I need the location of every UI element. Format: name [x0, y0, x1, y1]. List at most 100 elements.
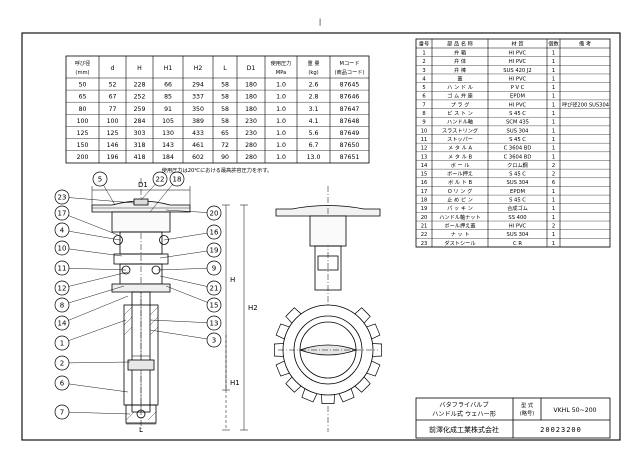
- dim-cell: 65: [79, 94, 87, 101]
- dim-cell: 350: [192, 106, 204, 113]
- balloon-number: 8: [60, 302, 64, 310]
- balloon-number: 2: [60, 360, 64, 368]
- dim-cell: 90: [221, 154, 229, 161]
- parts-material: HI PVC: [509, 76, 527, 82]
- parts-no: 14: [421, 163, 428, 169]
- dim-cell: 5.6: [309, 130, 319, 137]
- part-balloon: [206, 332, 222, 348]
- parts-header: 備 考: [579, 40, 591, 48]
- parts-no: 16: [421, 180, 428, 186]
- parts-material: HI PVC: [509, 50, 527, 56]
- part-balloon: [54, 297, 70, 313]
- parts-material: HI PVC: [509, 223, 527, 229]
- dim-cell: 180: [245, 94, 257, 101]
- parts-material: SUS 304: [507, 128, 530, 134]
- part-balloon: [92, 171, 108, 187]
- dim-cell: 65: [221, 130, 229, 137]
- parts-qty: 1: [552, 85, 555, 91]
- parts-no: 17: [421, 189, 428, 195]
- dim-cell: 66: [164, 82, 172, 89]
- parts-name: ボール押え: [447, 170, 473, 178]
- dim-cell: 58: [221, 118, 229, 125]
- dim-cell: 87645: [340, 82, 360, 89]
- dim-header: D1: [247, 65, 256, 72]
- dim-cell: 58: [221, 94, 229, 101]
- dim-cell: 4.1: [309, 118, 319, 125]
- balloon-leader: [61, 267, 127, 271]
- parts-remarks: 呼び径200 SUS304: [562, 100, 610, 108]
- balloon-number: 13: [210, 320, 219, 328]
- parts-qty: 1: [552, 206, 555, 212]
- parts-no: 22: [421, 232, 428, 238]
- balloon-leader: [159, 275, 215, 289]
- dim-header: L: [223, 65, 227, 72]
- dim-header: H1: [164, 65, 173, 72]
- balloon-number: 18: [173, 176, 182, 184]
- dim-header-sub: (kg): [308, 70, 318, 76]
- dim-label-h2: H2: [248, 304, 258, 312]
- part-balloon: [54, 315, 70, 331]
- dim-cell: 418: [134, 154, 146, 161]
- parts-material: C 3604 BD: [504, 154, 532, 160]
- parts-material: EPDM: [510, 94, 525, 100]
- parts-qty: 2: [552, 163, 555, 169]
- parts-no: 2: [422, 59, 425, 65]
- balloon-number: 9: [212, 265, 216, 273]
- dim-cell: 143: [162, 142, 174, 149]
- parts-qty: 1: [552, 232, 555, 238]
- product-name: バタフライバルブ: [439, 401, 488, 409]
- dim-cell: 52: [109, 82, 117, 89]
- balloon-number: 22: [156, 176, 165, 184]
- balloon-leader: [61, 382, 129, 393]
- part-balloon: [54, 404, 70, 420]
- parts-qty: 1: [552, 94, 555, 100]
- balloon-leader: [61, 271, 129, 289]
- parts-no: 8: [422, 111, 425, 117]
- parts-qty: 1: [552, 146, 555, 152]
- parts-material: SS 400: [508, 215, 526, 221]
- dim-cell: 87649: [340, 130, 360, 137]
- parts-no: 10: [421, 128, 428, 134]
- balloon-leader: [159, 249, 215, 259]
- dim-cell: 337: [192, 94, 204, 101]
- parts-name: ボ ー ル: [451, 161, 470, 169]
- dim-cell: 87648: [340, 118, 360, 125]
- dim-cell: 58: [221, 82, 229, 89]
- top-center-mark: |: [319, 18, 321, 26]
- dim-cell: 130: [162, 130, 174, 137]
- dim-cell: 1.0: [276, 130, 286, 137]
- product-subtitle: ハンドル式 ウェハー形: [432, 410, 496, 418]
- balloon-number: 21: [210, 285, 219, 293]
- parts-material: クロム鋼: [507, 161, 528, 169]
- balloon-number: 17: [58, 210, 67, 218]
- sheet-border: [21, 32, 621, 441]
- dim-cell: 125: [77, 130, 89, 137]
- parts-qty: 1: [552, 128, 555, 134]
- dim-cell: 77: [109, 106, 117, 113]
- dim-cell: 1.0: [276, 118, 286, 125]
- dim-cell: 252: [134, 94, 146, 101]
- balloon-number: 19: [210, 247, 219, 255]
- dim-cell: 184: [162, 154, 174, 161]
- part-balloon: [54, 280, 70, 296]
- dim-cell: 294: [192, 82, 204, 89]
- part-balloon: [54, 240, 70, 256]
- parts-name: 止 め ピ ン: [447, 196, 473, 204]
- part-balloon: [206, 280, 222, 296]
- parts-qty: 2: [552, 223, 555, 229]
- dim-header: Mコード: [339, 60, 359, 67]
- part-balloon: [206, 224, 222, 240]
- parts-no: 23: [421, 241, 428, 247]
- balloon-number: 1: [60, 340, 64, 348]
- dim-cell: 230: [245, 118, 257, 125]
- dim-cell: 105: [162, 118, 174, 125]
- part-balloon: [54, 222, 70, 238]
- dim-cell: 100: [77, 118, 89, 125]
- part-balloon: [54, 355, 70, 371]
- balloon-number: 23: [58, 194, 67, 202]
- parts-material: SUS 420 J2: [503, 68, 531, 74]
- dimension-lines: [91, 186, 248, 431]
- parts-name: メ タ ル A: [448, 144, 473, 152]
- dim-label-h: H: [230, 276, 235, 284]
- parts-qty: 1: [552, 189, 555, 195]
